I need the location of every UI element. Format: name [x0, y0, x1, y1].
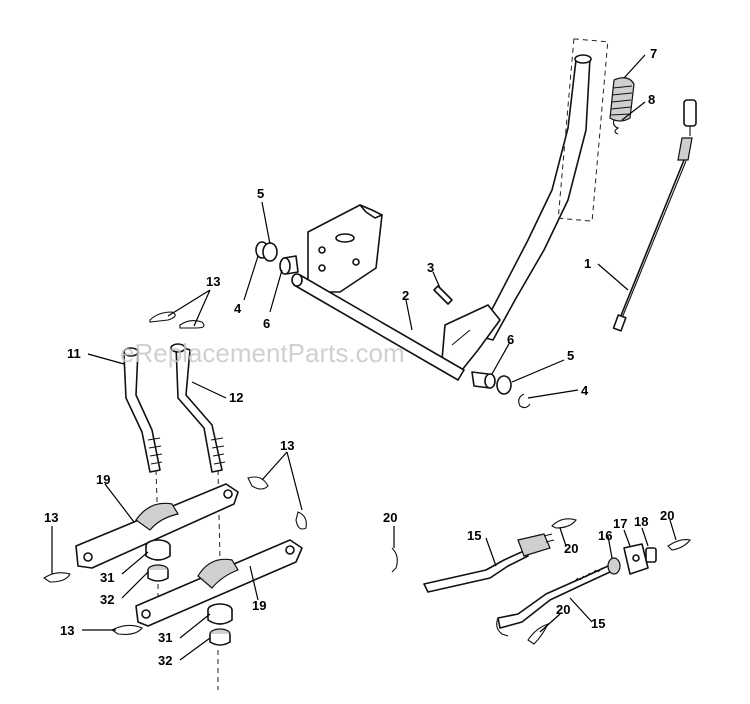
hairpin-clip-upper-2[interactable]	[179, 319, 205, 329]
e-ring-right[interactable]	[518, 393, 531, 409]
hairpin-clip-upper-1[interactable]	[149, 311, 176, 323]
cotter-pin-upper[interactable]	[551, 518, 577, 529]
callout-11: 11	[67, 346, 81, 361]
lift-link-12[interactable]	[170, 343, 226, 473]
callout-32-lower: 32	[158, 653, 172, 668]
callout-13-left: 13	[44, 510, 58, 525]
trunnion-17[interactable]	[623, 543, 649, 575]
callout-6-upper: 6	[263, 316, 270, 331]
callout-8: 8	[648, 92, 655, 107]
callout-6-lower: 6	[507, 332, 514, 347]
callout-17: 17	[613, 516, 627, 531]
callout-31-lower: 31	[158, 630, 172, 645]
bushing-31-lower[interactable]	[207, 603, 233, 625]
callout-13-upper: 13	[206, 274, 220, 289]
washer-left[interactable]	[262, 242, 278, 262]
callout-5-lower: 5	[567, 348, 574, 363]
callout-2: 2	[402, 288, 409, 303]
hairpin-clip-mid-2[interactable]	[295, 511, 307, 530]
callout-7: 7	[650, 46, 657, 61]
nut-32-lower[interactable]	[209, 628, 231, 646]
watermark-text: eReplacementParts.com	[120, 338, 405, 368]
hairpin-clip-bottom[interactable]	[110, 624, 143, 635]
callout-4-upper: 4	[234, 301, 242, 316]
callout-13-mid: 13	[280, 438, 294, 453]
cross-shaft[interactable]	[291, 273, 465, 381]
nut-32-upper[interactable]	[147, 564, 169, 582]
callout-1: 1	[584, 256, 591, 271]
callout-19-lower: 19	[252, 598, 266, 613]
callout-3: 3	[427, 260, 434, 275]
callout-12: 12	[229, 390, 243, 405]
callout-13-bottom: 13	[60, 623, 74, 638]
bushing-right[interactable]	[471, 371, 496, 389]
hairpin-clip-left[interactable]	[43, 572, 71, 583]
lift-rod-with-knob[interactable]	[612, 99, 697, 332]
handle-grip-spring[interactable]	[609, 77, 635, 122]
callout-32-upper: 32	[100, 592, 114, 607]
callout-19-upper: 19	[96, 472, 110, 487]
callout-16: 16	[598, 528, 612, 543]
lift-handle[interactable]	[441, 54, 592, 371]
callout-20-lower: 20	[556, 602, 570, 617]
washer-right[interactable]	[496, 375, 512, 395]
clevis-pin[interactable]	[433, 285, 453, 305]
callout-5-upper: 5	[257, 186, 264, 201]
callout-31-upper: 31	[100, 570, 114, 585]
mounting-bracket-plate[interactable]	[307, 204, 383, 293]
bushing-left[interactable]	[279, 255, 299, 275]
lift-arm-upper[interactable]	[75, 483, 239, 569]
cotter-pin-right[interactable]	[667, 539, 691, 551]
washer-16[interactable]	[607, 557, 621, 575]
callout-20-left: 20	[383, 510, 397, 525]
callout-20-right: 20	[660, 508, 674, 523]
callout-15-lower: 15	[591, 616, 605, 631]
callout-4-lower: 4	[581, 383, 589, 398]
lift-link-11[interactable]	[123, 347, 163, 473]
grip-outline-dashed	[557, 38, 609, 222]
callout-18: 18	[634, 514, 648, 529]
leader-lines	[51, 54, 677, 661]
cotter-pin-left[interactable]	[391, 547, 398, 573]
ferrule-18[interactable]	[645, 547, 657, 563]
alignment-lines	[155, 469, 221, 690]
spring-clip[interactable]	[612, 119, 620, 135]
callout-15-upper: 15	[467, 528, 481, 543]
hairpin-clip-mid-1[interactable]	[247, 476, 269, 490]
callout-20-upper: 20	[564, 541, 578, 556]
adjustment-rod-upper[interactable]	[423, 533, 555, 593]
lift-arm-lower[interactable]	[135, 539, 303, 627]
bushing-31-upper[interactable]	[145, 539, 171, 561]
